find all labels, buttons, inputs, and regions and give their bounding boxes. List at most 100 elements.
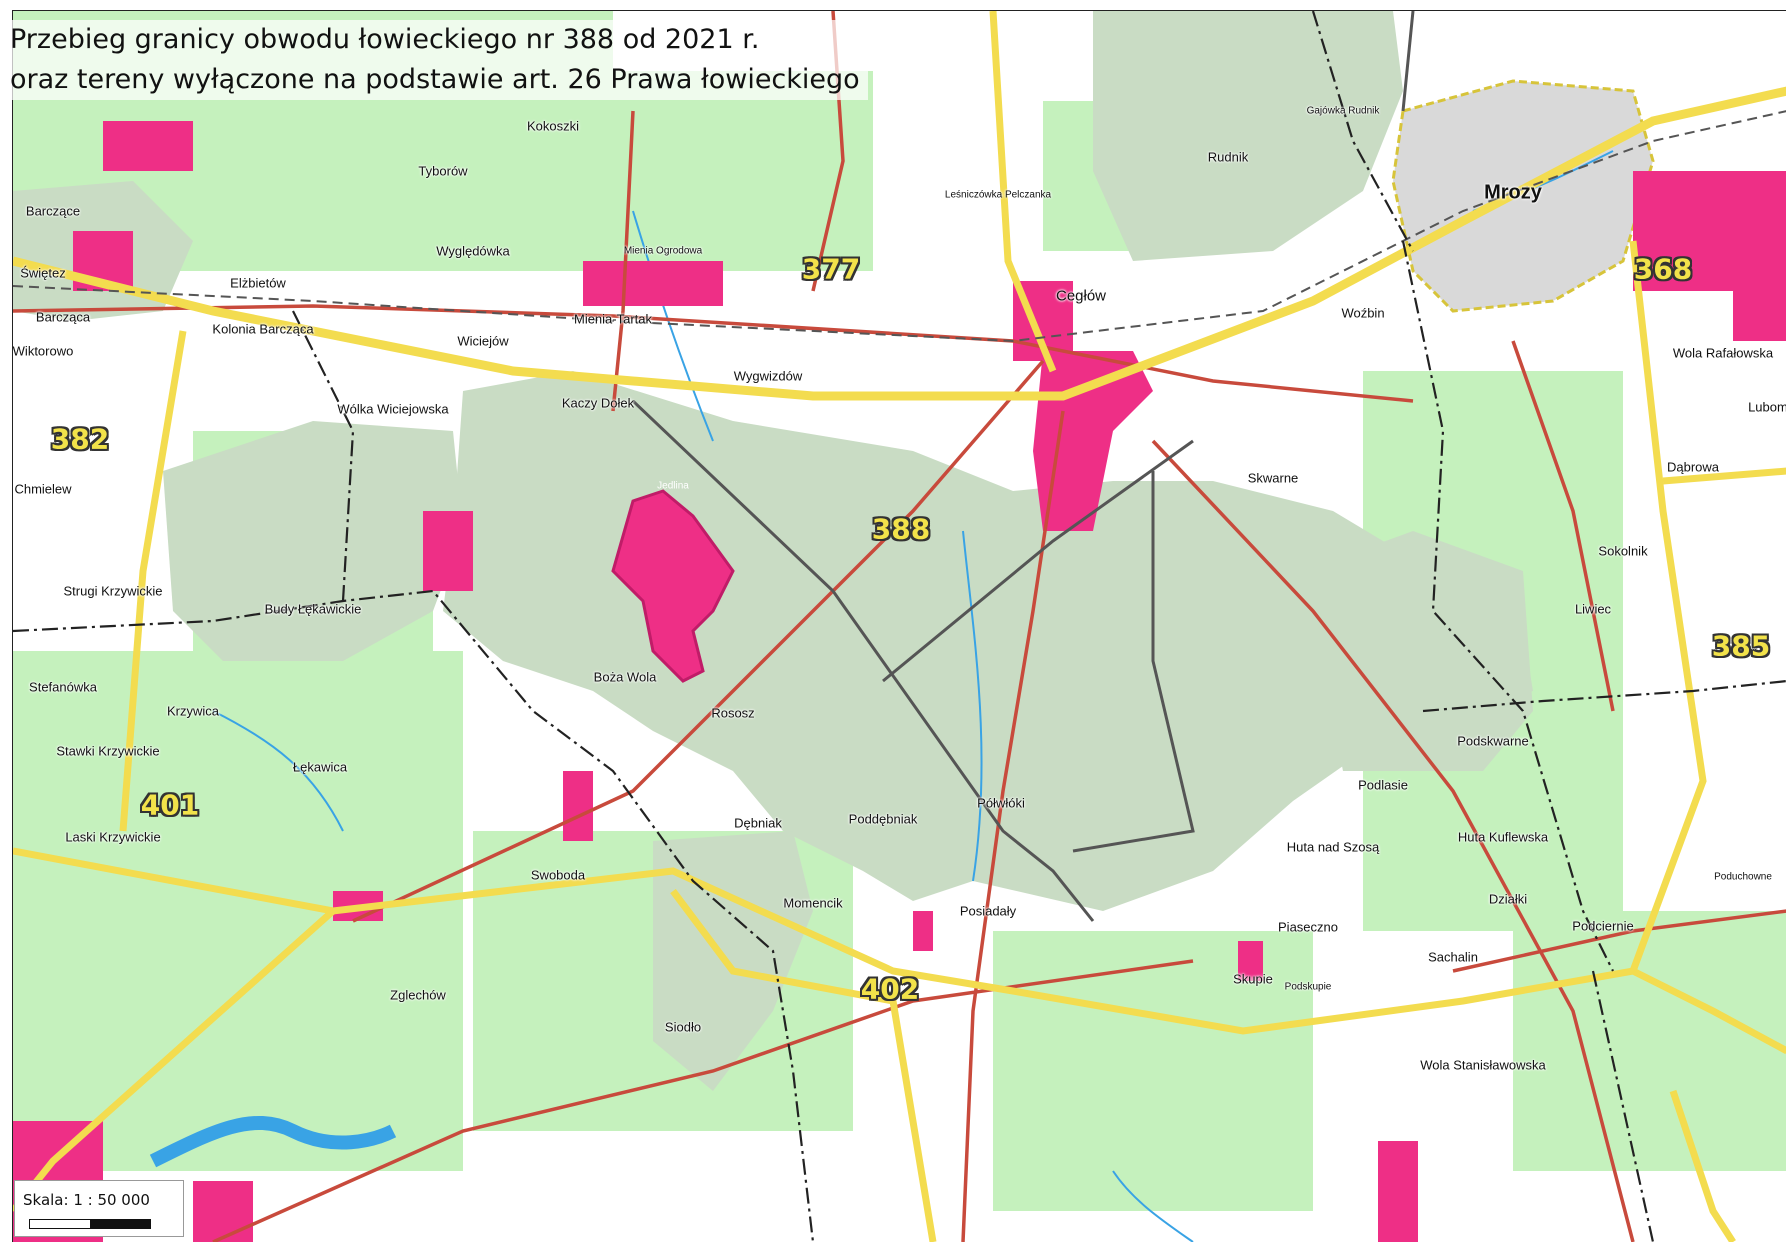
road xyxy=(1511,340,1615,712)
place-label: Podlasie xyxy=(1358,777,1408,793)
main-road xyxy=(989,11,1057,373)
boundary-layer xyxy=(13,11,1786,1242)
main-road xyxy=(1629,240,1707,973)
place-label: Świętez xyxy=(20,265,66,281)
place-label-mrozy: Mrozy xyxy=(1484,181,1542,204)
main-road xyxy=(119,330,187,832)
place-label: Piaseczno xyxy=(1278,919,1338,935)
urban-area xyxy=(1733,281,1786,341)
stream xyxy=(962,530,983,882)
place-label: Półwłóki xyxy=(977,795,1025,811)
road xyxy=(13,304,1414,403)
place-label: Stawki Krzywickie xyxy=(56,743,160,759)
place-label: Swoboda xyxy=(530,867,586,883)
meadow-area xyxy=(13,651,463,1171)
place-label: Kolonia Barcząca xyxy=(212,321,314,337)
road xyxy=(1452,909,1786,973)
place-label: Wólka Wiciejowska xyxy=(337,401,449,417)
district-boundary xyxy=(1422,680,1786,713)
urban-area xyxy=(1378,1141,1418,1242)
district-label-385: 385 xyxy=(1711,629,1771,663)
place-label-rudka: Rudka Sanatoryjna xyxy=(1670,150,1756,162)
place-label: Skupie xyxy=(1233,971,1273,987)
main-road xyxy=(13,86,1786,401)
forest-road xyxy=(882,439,1194,683)
place-label: Dębniak xyxy=(734,815,782,831)
map-frame[interactable]: Kokoszki Tyborów Barczące Świętez Elżbie… xyxy=(12,10,1786,1242)
place-label: Sachalin xyxy=(1428,949,1478,965)
stream xyxy=(212,710,344,832)
forest-road xyxy=(1072,471,1195,853)
district-label-382: 382 xyxy=(50,422,110,456)
place-label: Posiadały xyxy=(959,903,1017,919)
urban-area xyxy=(583,261,723,306)
forest-road xyxy=(631,399,1095,922)
stream xyxy=(632,210,714,442)
district-label-368: 368 xyxy=(1633,252,1693,286)
place-label: Boża Wola xyxy=(593,669,657,685)
forest-area-south xyxy=(653,831,813,1091)
meadow-area xyxy=(1513,911,1786,1171)
place-label: Woźbin xyxy=(1341,305,1385,321)
place-label: Wiktorowo xyxy=(12,343,74,359)
district-label-388: 388 xyxy=(871,512,931,546)
map-canvas[interactable] xyxy=(13,11,1786,1242)
map-title-line-1: Przebieg granicy obwodu łowieckiego nr 3… xyxy=(10,24,760,55)
urban-area xyxy=(913,911,933,951)
urban-area xyxy=(103,121,193,171)
place-label: Krzywica xyxy=(166,703,220,719)
place-label: Skwarne xyxy=(1247,470,1299,486)
forest-area-north xyxy=(1093,11,1403,261)
place-label-ceglow: Cegłów xyxy=(1055,287,1107,305)
place-label: Poduchowne xyxy=(1714,871,1772,883)
urban-area xyxy=(563,771,593,841)
scale-label: Skala: 1 : 50 000 xyxy=(23,1191,150,1209)
road xyxy=(352,359,1045,923)
forest-road-layer xyxy=(631,11,1415,922)
scale-legend: Skala: 1 : 50 000 xyxy=(14,1180,184,1237)
railway xyxy=(13,110,1786,343)
urban-area xyxy=(193,1181,253,1242)
place-label: Wiciejów xyxy=(457,333,509,349)
urban-layer xyxy=(13,121,1786,1242)
place-label: Podskupie xyxy=(1284,981,1332,993)
map-title-line-2: oraz tereny wyłączone na podstawie art. … xyxy=(10,64,860,95)
place-label: Łękawica xyxy=(292,759,348,775)
place-label: Laski Krzywickie xyxy=(65,829,161,845)
district-boundary xyxy=(1591,970,1655,1242)
meadow-area xyxy=(613,71,873,271)
place-label: Barczące xyxy=(25,203,81,219)
main-road xyxy=(1669,1089,1736,1242)
place-label: Budy Łękawickie xyxy=(264,601,362,617)
forest-layer xyxy=(13,11,1533,1091)
forest-area-main xyxy=(443,371,1533,911)
excluded-area-jedlina xyxy=(611,489,735,683)
place-label: Zglechów xyxy=(390,987,446,1003)
stream xyxy=(1112,1170,1194,1242)
road xyxy=(1151,439,1635,1242)
place-label: Rososz xyxy=(711,705,755,721)
place-label: Wola Stanisławowska xyxy=(1420,1057,1546,1073)
forest-area-east xyxy=(1303,531,1533,771)
place-label: Mienia-Tartak xyxy=(573,311,653,327)
place-label: Momencik xyxy=(783,895,843,911)
place-label: Dąbrowa xyxy=(1666,459,1720,475)
place-label: Wola Rafałowska xyxy=(1672,345,1774,361)
urban-area-rudka xyxy=(1633,171,1786,291)
place-label: Wygwizdów xyxy=(733,368,803,384)
main-road xyxy=(13,847,1786,1055)
place-label: Podskwarne xyxy=(1457,733,1529,749)
forest-road xyxy=(1401,11,1415,112)
yellow-road-layer xyxy=(13,11,1786,1242)
place-label: Siodło xyxy=(664,1019,702,1035)
road xyxy=(961,410,1065,1242)
place-label: Działki xyxy=(1488,891,1528,907)
map-title: Przebieg granicy obwodu łowieckiego nr 3… xyxy=(10,20,868,100)
district-label-401: 401 xyxy=(140,788,200,822)
place-label: Wyględówka xyxy=(436,243,510,259)
place-label: Barcząca xyxy=(35,309,91,325)
forest-area-west xyxy=(163,421,463,661)
place-label: Kokoszki xyxy=(526,118,580,134)
urban-area xyxy=(423,511,473,591)
place-label: Stefanówka xyxy=(29,679,97,695)
